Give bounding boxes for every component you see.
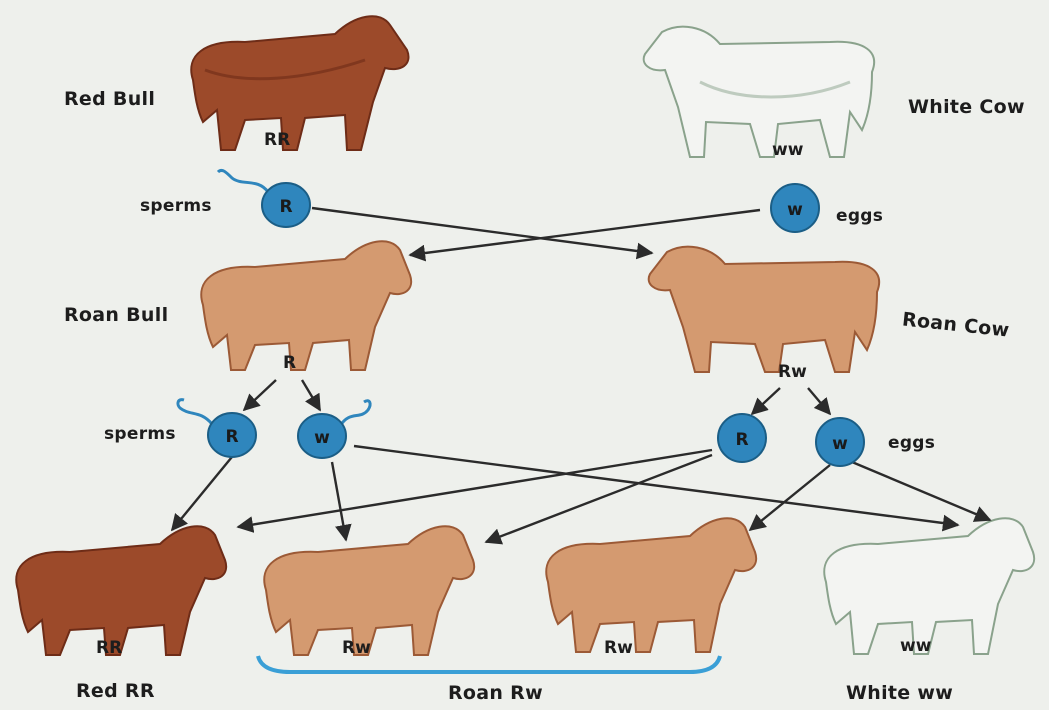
roan-cow-body	[647, 245, 880, 373]
white-cow-label: White Cow	[908, 96, 1025, 118]
f1-sperms-label: sperms	[104, 424, 176, 444]
roan-bull-figure	[200, 240, 413, 371]
roan-rw-bracket	[256, 655, 722, 674]
egg-w-parent: w	[770, 183, 820, 233]
red-bull-genotype: RR	[264, 130, 291, 150]
f2-roan1-genotype: Rw	[342, 638, 371, 658]
roan-bull-genotype: R	[283, 353, 297, 373]
egg-w-f1-allele: w	[832, 434, 848, 454]
red-bull-figure	[190, 15, 410, 151]
sperm-w-f1-cell	[297, 413, 347, 459]
egg-w-parent-cell	[770, 183, 820, 233]
sperm-r-parent-cell	[261, 182, 311, 228]
f2-roan-label: Roan Rw	[448, 682, 543, 704]
arrow-egg-w-to-roan-bull	[408, 208, 761, 262]
sperm-r-f1-cell	[207, 412, 257, 458]
red-bull-label: Red Bull	[64, 88, 156, 110]
parent-eggs-label: eggs	[836, 206, 884, 226]
arrow-roan-bull-to-sperm-r	[242, 379, 277, 412]
roan-bull-label: Roan Bull	[64, 304, 169, 326]
sperm-w-f1: w	[297, 399, 372, 459]
f2-white-label: White ww	[846, 682, 954, 704]
cross-arrows	[170, 206, 992, 545]
f2-red-genotype: RR	[96, 638, 123, 658]
parent-sperms-label: sperms	[140, 196, 212, 216]
arrow-sperm-w-to-white-ww	[353, 444, 960, 532]
f2-white-genotype: ww	[900, 636, 932, 656]
sperm-r-parent: R	[216, 168, 311, 228]
sperm-r-parent-allele: R	[279, 197, 292, 217]
egg-w-f1: w	[815, 417, 865, 467]
arrow-egg-r-to-red-rr	[236, 448, 713, 533]
sperm-r-f1-allele: R	[225, 427, 238, 447]
f1-eggs-label: eggs	[888, 433, 936, 453]
red-bull-body	[190, 15, 410, 151]
roan-cow-figure	[647, 245, 880, 373]
arrow-egg-w-to-white-ww	[851, 460, 992, 522]
f2-red-body	[15, 525, 228, 656]
arrow-roan-cow-to-egg-w	[807, 387, 832, 416]
f2-roan-rw-2-figure	[545, 517, 758, 653]
white-cow-body	[642, 25, 875, 158]
f2-roan-rw-1-figure	[263, 525, 476, 656]
f2-red-rr-figure	[15, 525, 228, 656]
egg-r-f1-cell	[717, 413, 767, 463]
arrow-roan-bull-to-sperm-w	[300, 379, 322, 412]
arrow-roan-cow-to-egg-r	[750, 387, 781, 416]
egg-r-f1: R	[717, 413, 767, 463]
f2-roan1-body	[263, 525, 476, 656]
f2-roan2-body	[545, 517, 758, 653]
arrow-sperm-w-to-roan1	[330, 461, 352, 542]
egg-r-f1-allele: R	[735, 430, 748, 450]
arrow-egg-r-to-roan1	[484, 453, 713, 545]
arrow-egg-w-to-roan2	[748, 464, 831, 532]
white-cow-genotype: ww	[772, 140, 804, 160]
f2-white-body	[823, 517, 1036, 655]
sperm-w-f1-allele: w	[314, 428, 330, 448]
sperm-r-f1: R	[176, 398, 257, 458]
egg-w-f1-cell	[815, 417, 865, 467]
arrow-sperm-r-to-roan-cow	[311, 206, 654, 260]
f2-roan2-genotype: Rw	[604, 638, 633, 658]
egg-w-parent-allele: w	[787, 200, 803, 220]
f2-white-ww-figure	[823, 517, 1036, 655]
roan-cow-genotype: Rw	[778, 362, 807, 382]
arrow-sperm-r-to-red-rr	[170, 451, 237, 532]
f2-red-label: Red RR	[76, 680, 155, 702]
white-cow-figure	[642, 25, 875, 158]
roan-bull-body	[200, 240, 413, 371]
